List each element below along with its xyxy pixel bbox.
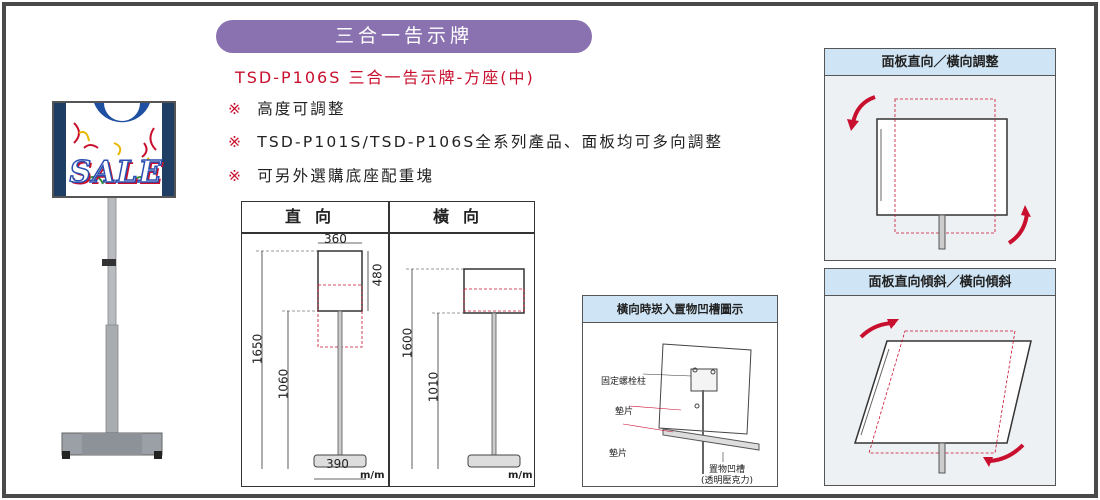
- inset-title: 橫向時崁入置物凹槽圖示: [583, 296, 777, 323]
- base-width-dim: 390: [326, 457, 349, 471]
- install-inset: 橫向時崁入置物凹槽圖示 固定螺栓柱 墊片 墊片 置物凹槽 (透明壓克力): [582, 295, 778, 487]
- feature-item: ※ 可另外選購底座配重塊: [228, 164, 434, 186]
- feature-item: ※ 高度可調整: [228, 97, 346, 119]
- bullet-mark: ※: [228, 100, 244, 118]
- vertical-total-height-dim: 1650: [250, 333, 265, 365]
- vertical-width-dim: 360: [324, 232, 347, 246]
- title-pill: 三合一告示牌: [216, 20, 592, 53]
- rotate-drawing: [847, 95, 1031, 250]
- product-photo: [61, 194, 163, 459]
- label-groove-sub: (透明壓克力): [701, 476, 754, 486]
- sign-frame-left: [54, 103, 66, 196]
- feature-text: TSD-P101S/TSD-P106S全系列產品、面板均可多向調整: [257, 133, 724, 151]
- label-groove: 置物凹槽: [709, 465, 746, 475]
- feature-item: ※ TSD-P101S/TSD-P106S全系列產品、面板均可多向調整: [228, 130, 723, 152]
- inset-drawing: [622, 343, 760, 474]
- panel-rotate: 面板直向／橫向調整: [824, 48, 1056, 261]
- bullet-mark: ※: [228, 133, 244, 151]
- unit-label-vertical: m/m: [360, 470, 385, 481]
- product-sign: SALE: [52, 101, 176, 198]
- panel-rotate-title: 面板直向／橫向調整: [825, 49, 1055, 76]
- model-line: TSD-P106S 三合一告示牌-方座(中): [235, 68, 535, 87]
- panel-tilt-title: 面板直向傾斜／橫向傾斜: [825, 269, 1055, 296]
- label-pad-2: 墊片: [609, 449, 628, 459]
- sale-text: SALE: [69, 154, 163, 191]
- bullet-mark: ※: [228, 167, 244, 185]
- vertical-header: 直向: [284, 207, 345, 226]
- feature-text: 可另外選購底座配重塊: [257, 167, 435, 185]
- dimension-drawing: [256, 242, 525, 480]
- tilt-drawing: [853, 319, 1032, 474]
- label-bolt: 固定螺栓柱: [601, 377, 647, 387]
- dimension-table: 直向 橫向 360 480 1650 1060 390 m/m 1600 101…: [241, 201, 535, 487]
- horizontal-header: 橫向: [432, 207, 493, 226]
- label-pad-1: 墊片: [615, 407, 634, 417]
- vertical-lower-height-dim: 1060: [276, 368, 291, 400]
- vertical-panel-height-dim: 480: [370, 263, 385, 287]
- column-divider: [388, 202, 390, 486]
- horizontal-total-height-dim: 1600: [400, 327, 415, 359]
- horizontal-lower-height-dim: 1010: [426, 371, 441, 403]
- sign-pattern: [73, 103, 157, 185]
- sign-frame-right: [162, 103, 174, 196]
- unit-label-horizontal: m/m: [508, 470, 533, 481]
- feature-text: 高度可調整: [257, 100, 346, 118]
- panel-tilt: 面板直向傾斜／橫向傾斜: [824, 268, 1056, 486]
